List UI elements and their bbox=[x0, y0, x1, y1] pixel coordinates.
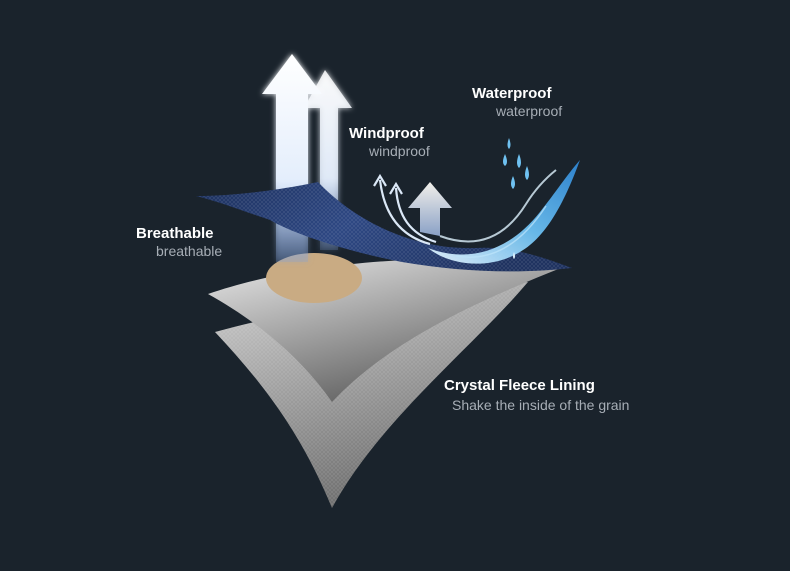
wind-stream-line bbox=[394, 187, 437, 244]
breathable-arrow-back-icon bbox=[304, 70, 352, 250]
wind-deflect-arrow-icon bbox=[408, 182, 452, 236]
fleece-lining-subtitle: Shake the inside of the grain bbox=[452, 397, 630, 413]
body-heat-spot bbox=[266, 253, 362, 303]
wind-arrowhead-icon bbox=[373, 173, 387, 187]
windproof-title: Windproof bbox=[349, 125, 424, 142]
waterproof-title: Waterproof bbox=[472, 85, 552, 102]
fleece-lining-label: Crystal Fleece Lining Shake the inside o… bbox=[444, 378, 629, 412]
water-droplets bbox=[503, 138, 529, 259]
water-drop-icon bbox=[507, 138, 511, 149]
water-drop-icon bbox=[513, 252, 515, 259]
water-drop-icon bbox=[525, 166, 529, 180]
windproof-subtitle: windproof bbox=[369, 143, 430, 159]
waterproof-wave bbox=[428, 160, 580, 264]
water-drop-icon bbox=[511, 176, 515, 189]
windproof-label: Windproof windproof bbox=[349, 126, 430, 158]
waterproof-label: Waterproof waterproof bbox=[472, 86, 562, 118]
fleece-lining-title: Crystal Fleece Lining bbox=[444, 377, 595, 394]
wind-stream-line bbox=[378, 179, 431, 246]
outer-fabric-layer bbox=[196, 182, 572, 272]
breathable-subtitle: breathable bbox=[156, 243, 223, 259]
windproof-arrows bbox=[373, 173, 452, 246]
waterproof-subtitle: waterproof bbox=[496, 103, 563, 119]
water-drop-icon bbox=[503, 154, 507, 166]
breathable-label: Breathable breathable bbox=[136, 226, 222, 258]
breathable-title: Breathable bbox=[136, 225, 214, 242]
wind-arrowhead-icon bbox=[389, 181, 403, 195]
membrane-layer bbox=[208, 253, 566, 402]
water-drop-icon bbox=[517, 154, 521, 168]
